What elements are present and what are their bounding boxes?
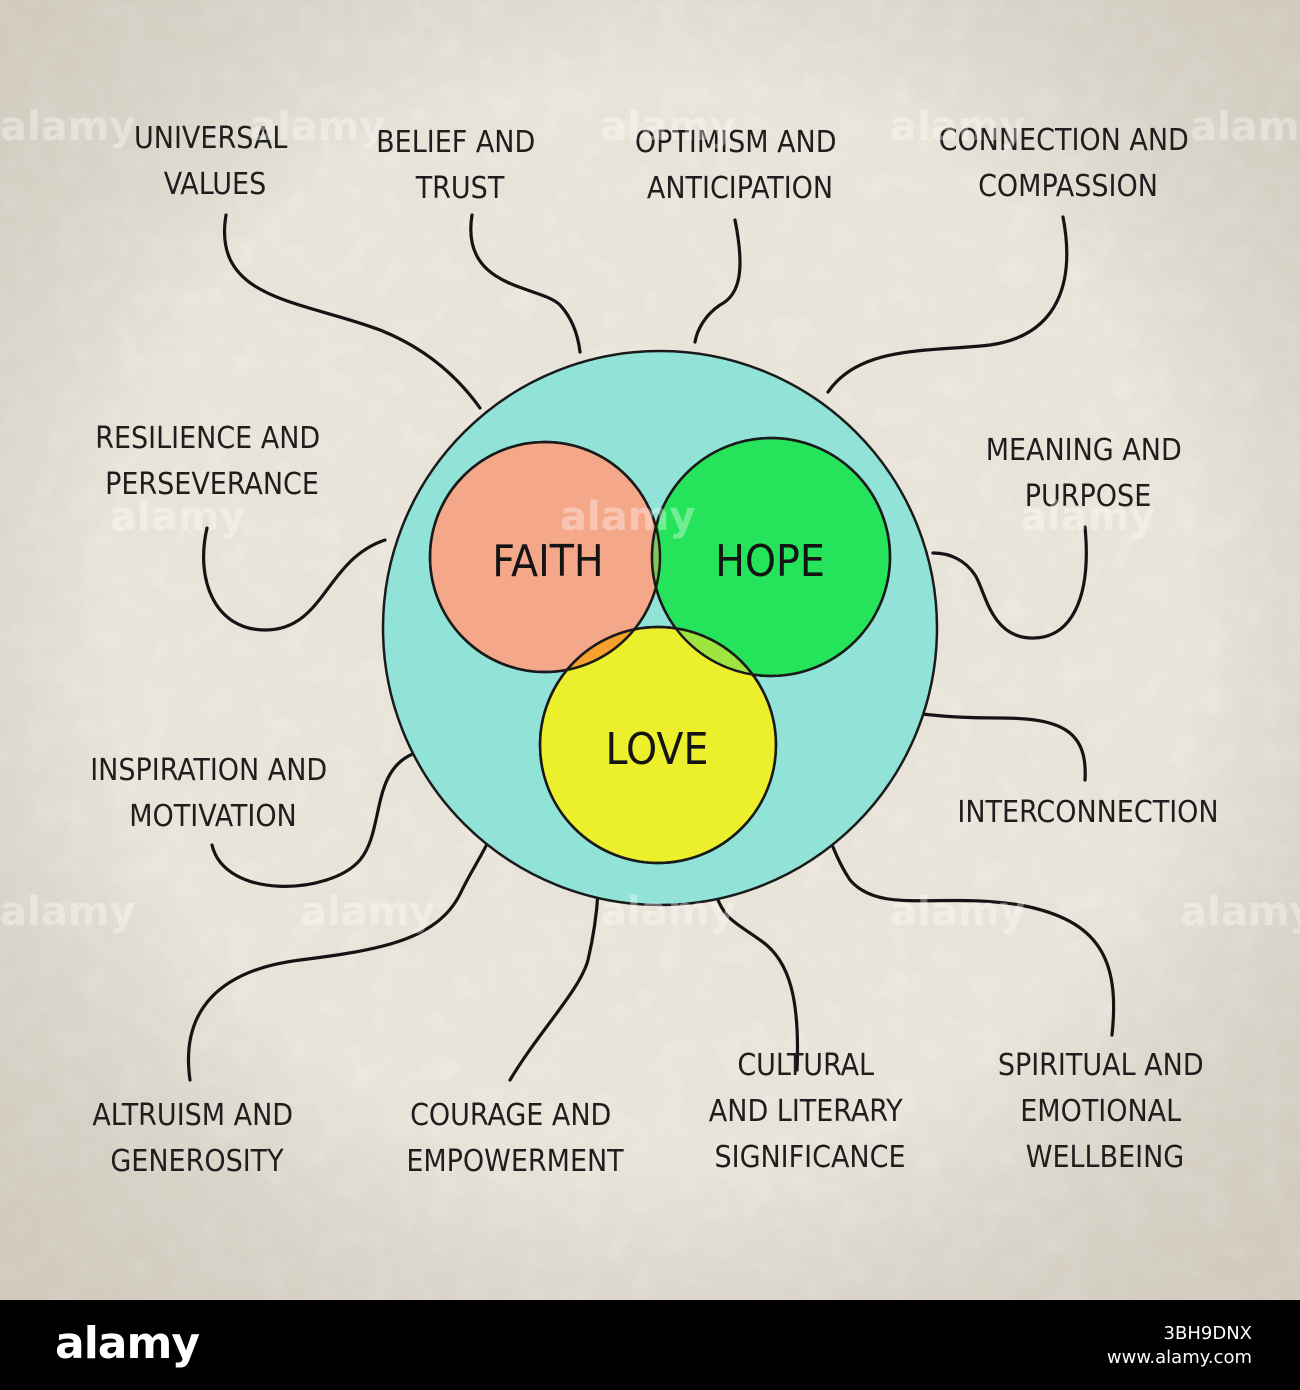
watermark: alamy	[0, 104, 135, 150]
watermark: alamy	[600, 104, 735, 150]
love-label: LOVE	[606, 724, 709, 775]
watermark: alamy	[600, 889, 735, 935]
faith-label: FAITH	[492, 536, 603, 587]
label-resilience: RESILIENCE AND PERSEVERANCE	[95, 421, 329, 502]
watermark: alamy	[0, 889, 135, 935]
connector-resilience	[202, 526, 387, 632]
connector-connection	[826, 215, 1069, 394]
label-cultural: CULTURAL AND LITERARY SIGNIFICANCE	[709, 1048, 911, 1175]
watermark: alamy	[1190, 104, 1300, 150]
label-universal-values: UNIVERSAL VALUES	[134, 121, 296, 202]
connector-altruism	[187, 836, 492, 1082]
label-connection: CONNECTION AND COMPASSION	[939, 123, 1198, 204]
connector-cultural	[714, 893, 800, 1072]
diagram-canvas: FAITH HOPE LOVE UNIVERSAL VALUES BELIEF …	[0, 0, 1300, 1300]
connector-optimism	[693, 218, 742, 344]
watermark: alamy	[890, 889, 1025, 935]
watermarks: alamy alamy alamy alamy alamy alamy alam…	[0, 104, 1300, 935]
alamy-logo[interactable]: alamy	[55, 1318, 200, 1369]
label-inspiration: INSPIRATION AND MOTIVATION	[90, 753, 336, 834]
connector-meaning	[931, 525, 1088, 640]
image-id-block: 3BH9DNX www.alamy.com	[1107, 1322, 1252, 1370]
watermark: alamy	[890, 104, 1025, 150]
site-url[interactable]: www.alamy.com	[1106, 1347, 1252, 1368]
connector-universal-values	[222, 213, 482, 410]
label-optimism: OPTIMISM AND ANTICIPATION	[635, 125, 845, 206]
connector-lines	[187, 213, 1116, 1082]
venn-group: FAITH HOPE LOVE	[381, 349, 939, 907]
connector-inspiration	[210, 751, 417, 888]
watermark: alamy	[1180, 889, 1300, 935]
connector-interconnection	[920, 712, 1087, 782]
label-spiritual: SPIRITUAL AND EMOTIONAL WELLBEING	[998, 1048, 1212, 1175]
label-courage: COURAGE AND EMPOWERMENT	[406, 1098, 624, 1179]
label-interconnection: INTERCONNECTION	[957, 795, 1218, 830]
connector-spiritual	[831, 845, 1116, 1037]
connector-belief-trust	[469, 213, 582, 354]
watermark: alamy	[250, 104, 385, 150]
watermark: alamy	[300, 889, 435, 935]
image-id: 3BH9DNX	[1163, 1323, 1252, 1344]
watermark: alamy	[560, 494, 695, 540]
watermark: alamy	[1020, 494, 1155, 540]
label-meaning: MEANING AND PURPOSE	[986, 433, 1191, 514]
footer-bar: alamy 3BH9DNX www.alamy.com	[0, 1300, 1300, 1390]
watermark: alamy	[110, 494, 245, 540]
label-belief-trust: BELIEF AND TRUST	[376, 125, 544, 206]
topic-labels: UNIVERSAL VALUES BELIEF AND TRUST OPTIMI…	[90, 121, 1218, 1179]
connector-courage	[508, 890, 600, 1082]
hope-label: HOPE	[715, 536, 825, 587]
mind-map-diagram: FAITH HOPE LOVE UNIVERSAL VALUES BELIEF …	[0, 0, 1300, 1300]
label-altruism: ALTRUISM AND GENEROSITY	[92, 1098, 301, 1179]
